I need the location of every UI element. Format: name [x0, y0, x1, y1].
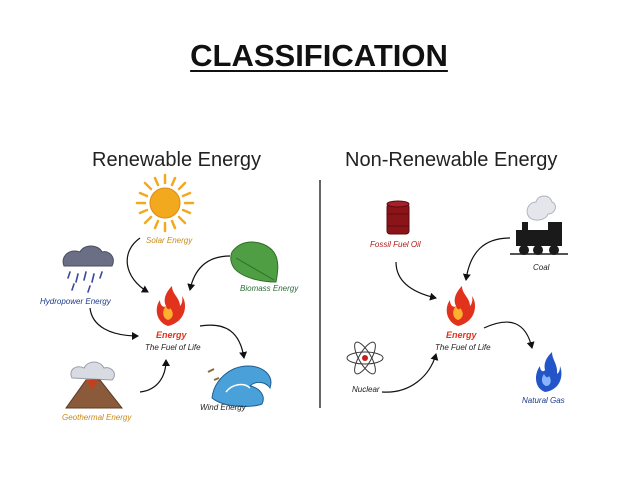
biomass-label: Biomass Energy [240, 284, 299, 293]
arrow-oil-to-energy [395, 261, 437, 301]
arrow-geothermal-to-energy [139, 359, 170, 393]
slide-title: CLASSIFICATION [190, 38, 448, 73]
wind-wave-icon [207, 365, 272, 407]
nuclear-atom-icon [346, 341, 384, 375]
nuclear-label: Nuclear [352, 385, 380, 394]
coal-label: Coal [533, 263, 550, 272]
nonrenewable-center-sub: The Fuel of Life [435, 343, 491, 352]
rain-cloud-icon [62, 245, 114, 293]
nonrenewable-header: Non-Renewable Energy [345, 149, 557, 171]
arrow-nuclear-to-energy [381, 353, 439, 393]
coal-train-icon [510, 195, 568, 255]
renewable-center-word: Energy [156, 330, 188, 340]
wind-label: Wind Energy [200, 403, 247, 412]
sun-icon [135, 173, 195, 233]
geothermal-volcano-icon [65, 361, 124, 409]
arrow-solar-to-energy [126, 237, 149, 293]
gas-label: Natural Gas [522, 396, 565, 405]
arrow-biomass-to-energy [187, 255, 231, 291]
geothermal-label: Geothermal Energy [62, 413, 132, 422]
renewable-center-sub: The Fuel of Life [145, 343, 201, 352]
nonrenewable-center-word: Energy [446, 330, 478, 340]
renewable-header: Renewable Energy [92, 149, 261, 171]
hydro-label: Hydropower Energy [40, 297, 112, 306]
arrow-energy-to-gas [483, 321, 535, 349]
solar-label: Solar Energy [146, 236, 193, 245]
flame-icon [156, 286, 186, 326]
flame-icon-nonrenewable [446, 286, 476, 326]
oil-barrel-icon [386, 200, 410, 235]
natural-gas-flame-icon [535, 352, 562, 392]
leaf-icon [230, 241, 279, 283]
oil-label: Fossil Fuel Oil [370, 240, 421, 249]
arrow-hydro-to-energy [89, 307, 139, 340]
arrow-coal-to-energy [462, 237, 511, 281]
arrow-energy-to-wind [199, 324, 248, 359]
